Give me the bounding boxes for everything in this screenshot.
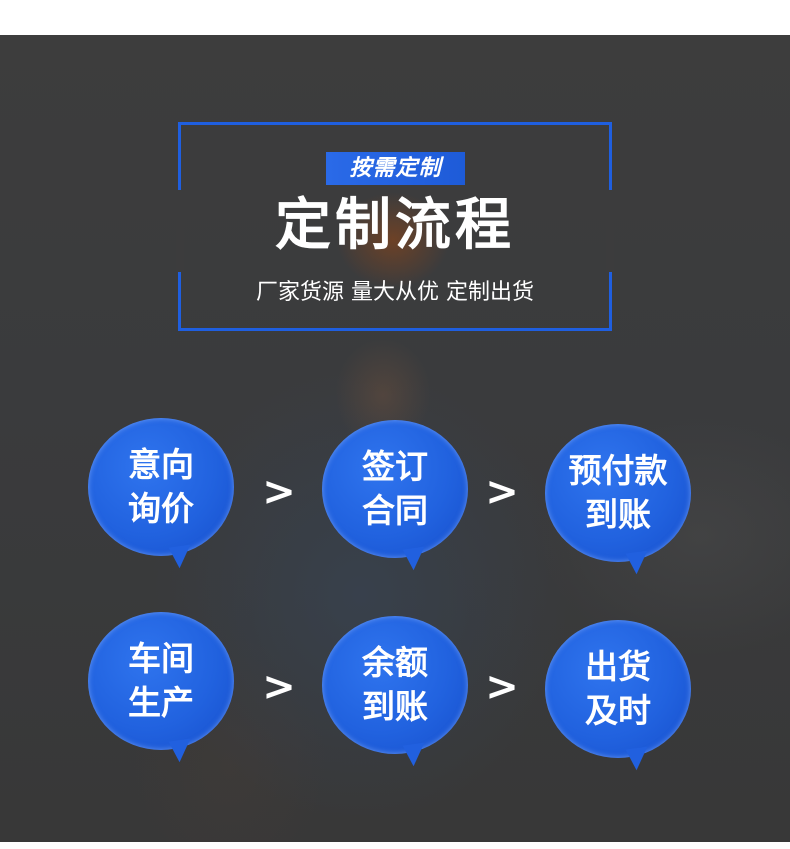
step-bubble-prepayment: 预付款 到账 [545,424,691,576]
step-label-line2: 询价 [128,489,194,528]
chevron-right-icon: > [485,469,519,515]
step-label: 签订 合同 [322,420,468,558]
step-bubble-shipping: 出货 及时 [545,620,691,772]
step-label: 余额 到账 [322,616,468,754]
page-title: 定制流程 [275,193,515,258]
chevron-right-icon: > [262,664,296,710]
speech-bubble-icon [88,612,234,750]
step-label: 出货 及时 [545,620,691,758]
step-label-line2: 合同 [362,491,428,530]
step-label-line1: 预付款 [568,451,668,490]
chevron-right-icon: > [485,664,519,710]
step-label-line1: 出货 [585,647,651,686]
step-label: 意向 询价 [88,418,234,556]
speech-bubble-icon [545,424,691,562]
step-label-line2: 到账 [362,687,428,726]
step-bubble-production: 车间 生产 [88,612,234,764]
step-bubble-contract: 签订 合同 [322,420,468,572]
step-label-line2: 生产 [128,683,194,722]
chevron-right-icon: > [262,469,296,515]
step-label-line1: 意向 [128,445,194,484]
step-label-line1: 签订 [362,447,428,486]
speech-bubble-icon [322,616,468,754]
speech-bubble-icon [322,420,468,558]
step-bubble-inquiry: 意向 询价 [88,418,234,570]
step-label-line2: 及时 [585,691,651,730]
speech-bubble-icon [88,418,234,556]
step-label: 车间 生产 [88,612,234,750]
step-label-line1: 余额 [362,643,428,682]
step-label-line1: 车间 [128,639,194,678]
step-label: 预付款 到账 [545,424,691,562]
page-subtitle: 厂家货源 量大从优 定制出货 [256,280,534,305]
step-bubble-balance-payment: 余额 到账 [322,616,468,768]
speech-bubble-icon [545,620,691,758]
badge-custom-on-demand: 按需定制 [326,152,465,185]
frame-gap-right [606,190,614,272]
step-label-line2: 到账 [585,495,651,534]
frame-gap-left [176,190,184,272]
